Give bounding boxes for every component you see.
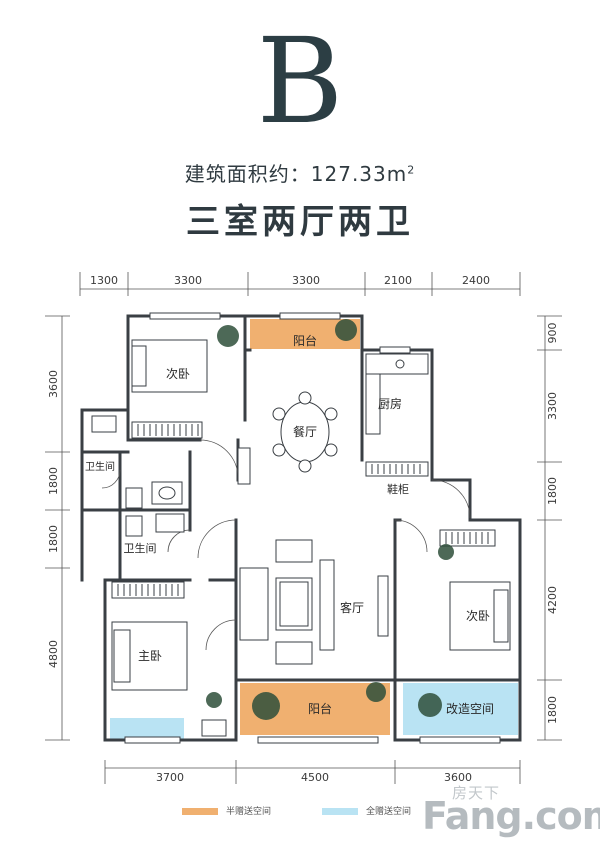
dim-top-3: 3300 bbox=[292, 274, 320, 287]
bathroom-fixtures bbox=[91, 415, 251, 737]
legend-half-label: 半赠送空间 bbox=[226, 807, 272, 817]
dim-top-2: 3300 bbox=[174, 274, 202, 287]
legend-half-swatch bbox=[182, 808, 218, 815]
building-type-letter: B bbox=[256, 12, 344, 150]
door-swings bbox=[101, 439, 471, 651]
dim-bottom-2: 4500 bbox=[301, 771, 329, 784]
living-furniture bbox=[239, 539, 389, 665]
wardrobe-hatching bbox=[117, 424, 489, 596]
label-bathroom-2: 卫生间 bbox=[124, 541, 157, 555]
label-second-bedroom-e: 次卧 bbox=[466, 609, 490, 623]
dim-left-1: 3600 bbox=[47, 370, 60, 398]
dining-table bbox=[272, 391, 338, 473]
legend-half-gift: 半赠送空间 bbox=[182, 805, 271, 819]
watermark-logo: 房天下 Fang.com bbox=[408, 776, 600, 842]
label-living: 客厅 bbox=[340, 600, 364, 615]
label-converted-space: 改造空间 bbox=[446, 702, 494, 716]
dim-right-4: 4200 bbox=[546, 586, 559, 614]
label-shoe-cabinet: 鞋柜 bbox=[387, 482, 409, 496]
dim-bottom-3: 3600 bbox=[444, 771, 472, 784]
kitchen-counters bbox=[365, 353, 429, 435]
dim-top-5: 2400 bbox=[462, 274, 490, 287]
master-bay-window-fill bbox=[110, 718, 184, 740]
dim-right-3: 1800 bbox=[546, 477, 559, 505]
plants bbox=[206, 319, 454, 720]
dim-right-1: 900 bbox=[546, 323, 559, 344]
dim-left-2: 1800 bbox=[47, 467, 60, 495]
label-balcony-bottom: 阳台 bbox=[308, 701, 332, 716]
dim-top-1: 1300 bbox=[90, 274, 118, 287]
legend-full-gift: 全赠送空间 bbox=[322, 805, 411, 819]
label-balcony-top: 阳台 bbox=[293, 333, 317, 348]
dim-left-4: 4800 bbox=[47, 640, 60, 668]
legend-full-label: 全赠送空间 bbox=[366, 807, 412, 817]
layout-description: 三室两厅两卫 bbox=[186, 202, 414, 242]
label-second-bedroom-nw: 次卧 bbox=[166, 367, 190, 381]
floor-area: 建筑面积约：127.33m2 bbox=[0, 158, 600, 187]
label-master-bedroom: 主卧 bbox=[138, 649, 162, 663]
tv-cabinet bbox=[377, 575, 389, 637]
label-bathroom-1: 卫生间 bbox=[85, 460, 115, 473]
windows bbox=[124, 312, 501, 744]
watermark-top-text: 房天下 bbox=[452, 784, 501, 802]
watermark-main-text: Fang.com bbox=[422, 794, 600, 838]
sofa bbox=[239, 567, 269, 641]
dim-top-4: 2100 bbox=[384, 274, 412, 287]
dim-left-3: 1800 bbox=[47, 525, 60, 553]
dim-bottom-1: 3700 bbox=[156, 771, 184, 784]
label-dining: 餐厅 bbox=[293, 424, 317, 439]
dimension-lines bbox=[45, 272, 562, 784]
floor-area-text: 建筑面积约：127.33m bbox=[184, 162, 408, 186]
legend-full-swatch bbox=[322, 808, 358, 815]
dim-right-2: 3300 bbox=[546, 392, 559, 420]
furniture-beds bbox=[111, 339, 511, 691]
dim-right-5: 1800 bbox=[546, 696, 559, 724]
label-kitchen: 厨房 bbox=[378, 396, 402, 411]
floor-area-unit-sup: 2 bbox=[407, 163, 416, 177]
